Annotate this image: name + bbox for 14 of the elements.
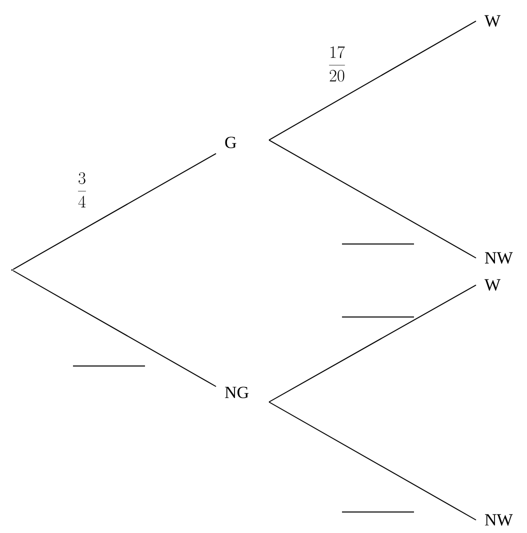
tree-branch	[268, 140, 476, 258]
outcome-label: NW	[484, 514, 513, 526]
outcome-label: NW	[484, 252, 513, 264]
tree-branch	[12, 270, 216, 387]
tree-branch	[268, 284, 476, 402]
branch-label: G	[225, 136, 236, 148]
tree-branch	[268, 20, 476, 140]
edge-label: $\frac{17}{20}$	[326, 46, 348, 82]
tree-branch	[12, 153, 216, 270]
branch-label: NG	[224, 386, 249, 398]
outcome-label: W	[484, 279, 500, 291]
tree-branch	[268, 402, 476, 520]
outcome-label: W	[484, 15, 500, 27]
edge-label: $\frac{3}{4}$	[76, 172, 88, 208]
